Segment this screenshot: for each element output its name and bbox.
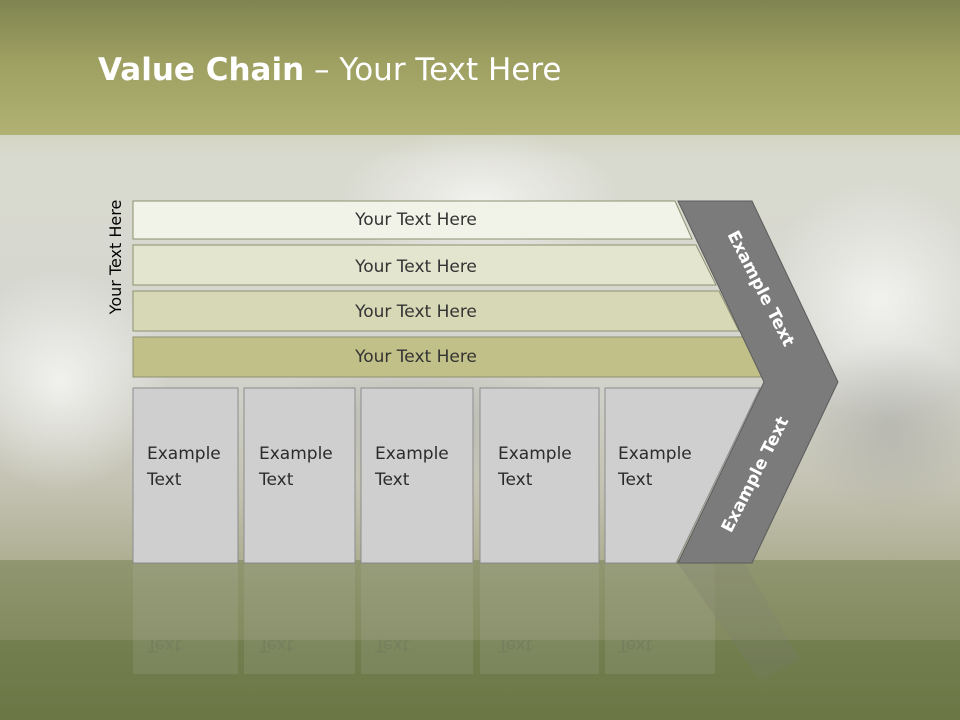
box-2-line2: Text — [258, 470, 294, 490]
reflection-text-2: Text — [258, 635, 294, 655]
bar-3 — [132, 290, 740, 332]
box-2-line1: Example — [259, 444, 333, 464]
box-1-line2: Text — [146, 470, 182, 490]
box-1-line1: Example — [147, 444, 221, 464]
bar-label-1: Your Text Here — [354, 210, 477, 230]
reflection-text-4: Text — [497, 635, 533, 655]
bar-1 — [132, 200, 693, 240]
reflection — [133, 564, 800, 680]
title-bar — [0, 0, 960, 135]
title-rest: – Your Text Here — [304, 52, 562, 88]
reflection-text-3: Text — [374, 635, 410, 655]
bar-label-4: Your Text Here — [354, 347, 477, 367]
box-4-line2: Text — [497, 470, 533, 490]
reflection-text: Text Text Text Text Text — [146, 635, 653, 655]
page-title: Value Chain – Your Text Here — [98, 52, 561, 88]
box-5 — [604, 387, 761, 564]
box-5-line1: Example — [618, 444, 692, 464]
chevron-arrow — [677, 200, 839, 564]
reflection-text-5: Text — [617, 635, 653, 655]
box-4 — [479, 387, 600, 564]
box-2 — [243, 387, 356, 564]
box-1 — [132, 387, 239, 564]
title-bold: Value Chain — [98, 52, 305, 88]
bar-label-3: Your Text Here — [354, 302, 477, 322]
reflection-text-1: Text — [146, 635, 182, 655]
bar-label-2: Your Text Here — [354, 257, 477, 277]
box-5-line2: Text — [617, 470, 653, 490]
box-3 — [360, 387, 474, 564]
bar-2 — [132, 244, 717, 286]
box-4-line1: Example — [498, 444, 572, 464]
box-3-line2: Text — [374, 470, 410, 490]
box-3-line1: Example — [375, 444, 449, 464]
